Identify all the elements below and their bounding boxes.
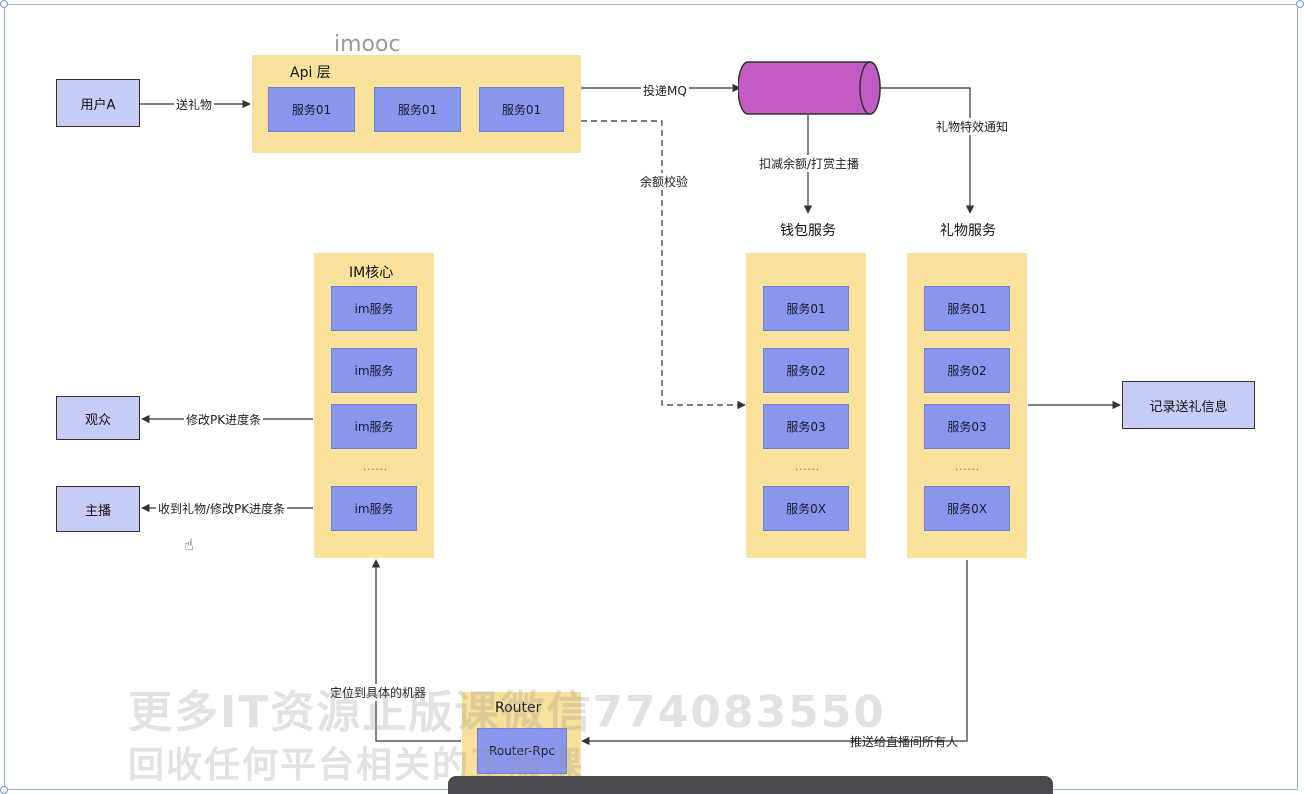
gift-service-box[interactable]: 服务01 bbox=[924, 286, 1010, 331]
video-control-bar[interactable] bbox=[448, 776, 1053, 794]
router-rpc-box[interactable]: Router-Rpc bbox=[477, 728, 567, 774]
gift-service-box[interactable]: 服务03 bbox=[924, 404, 1010, 449]
imooc-logo: imooc bbox=[334, 32, 401, 57]
wallet-title: 钱包服务 bbox=[780, 223, 836, 239]
edge-label-mq: 投递MQ bbox=[641, 82, 689, 99]
edge-gift-effect bbox=[880, 87, 975, 214]
api-service-box[interactable]: 服务01 bbox=[479, 87, 564, 132]
api-layer-title: Api 层 bbox=[290, 65, 331, 81]
gift-ellipsis: ...... bbox=[955, 462, 981, 473]
gift-service-box[interactable]: 服务02 bbox=[924, 348, 1010, 393]
im-service-box[interactable]: im服务 bbox=[331, 486, 417, 531]
im-service-box[interactable]: im服务 bbox=[331, 286, 417, 331]
im-service-box[interactable]: im服务 bbox=[331, 348, 417, 393]
wallet-service-box[interactable]: 服务03 bbox=[763, 404, 849, 449]
edge-label-locate-machine: 定位到具体的机器 bbox=[328, 684, 429, 701]
edge-balance-check bbox=[581, 120, 746, 410]
im-core-title: IM核心 bbox=[349, 265, 394, 281]
im-ellipsis: ...... bbox=[363, 462, 389, 473]
router-title: Router bbox=[495, 700, 542, 716]
wallet-service-box[interactable]: 服务02 bbox=[763, 348, 849, 393]
edge-locate bbox=[371, 559, 461, 742]
wallet-ellipsis: ...... bbox=[795, 462, 821, 473]
gift-service-box[interactable]: 服务0X bbox=[924, 486, 1010, 531]
api-service-box[interactable]: 服务01 bbox=[268, 87, 355, 132]
frame-corner-handle[interactable] bbox=[0, 0, 8, 8]
edge-label-receive-gift-pk: 收到礼物/修改PK进度条 bbox=[156, 500, 288, 517]
edge-label-deduct: 扣减余额/打赏主播 bbox=[757, 155, 862, 172]
user-a-node[interactable]: 用户A bbox=[56, 79, 140, 127]
edge-label-balance-check: 余额校验 bbox=[638, 173, 691, 190]
record-gift-info-node[interactable]: 记录送礼信息 bbox=[1122, 381, 1255, 429]
viewers-node[interactable]: 观众 bbox=[56, 396, 140, 440]
edge-label-modify-pk: 修改PK进度条 bbox=[184, 411, 264, 428]
edge-label-gift-effect: 礼物特效通知 bbox=[934, 118, 1011, 135]
wallet-service-box[interactable]: 服务0X bbox=[763, 486, 849, 531]
im-service-box[interactable]: im服务 bbox=[331, 404, 417, 449]
edge-push-all bbox=[581, 560, 968, 746]
edge-label-push-all: 推送给直播间所有人 bbox=[850, 735, 959, 749]
mq-cylinder-icon[interactable] bbox=[738, 56, 888, 120]
hand-pointer-icon: ☝ bbox=[184, 535, 194, 554]
overlay-watermark-line1: 更多IT资源正版课微信774083550 bbox=[128, 687, 886, 738]
wallet-service-box[interactable]: 服务01 bbox=[763, 286, 849, 331]
edge-label-send-gift: 送礼物 bbox=[174, 96, 215, 113]
host-node[interactable]: 主播 bbox=[56, 486, 140, 532]
gift-title: 礼物服务 bbox=[940, 223, 996, 239]
api-service-box[interactable]: 服务01 bbox=[374, 87, 461, 132]
